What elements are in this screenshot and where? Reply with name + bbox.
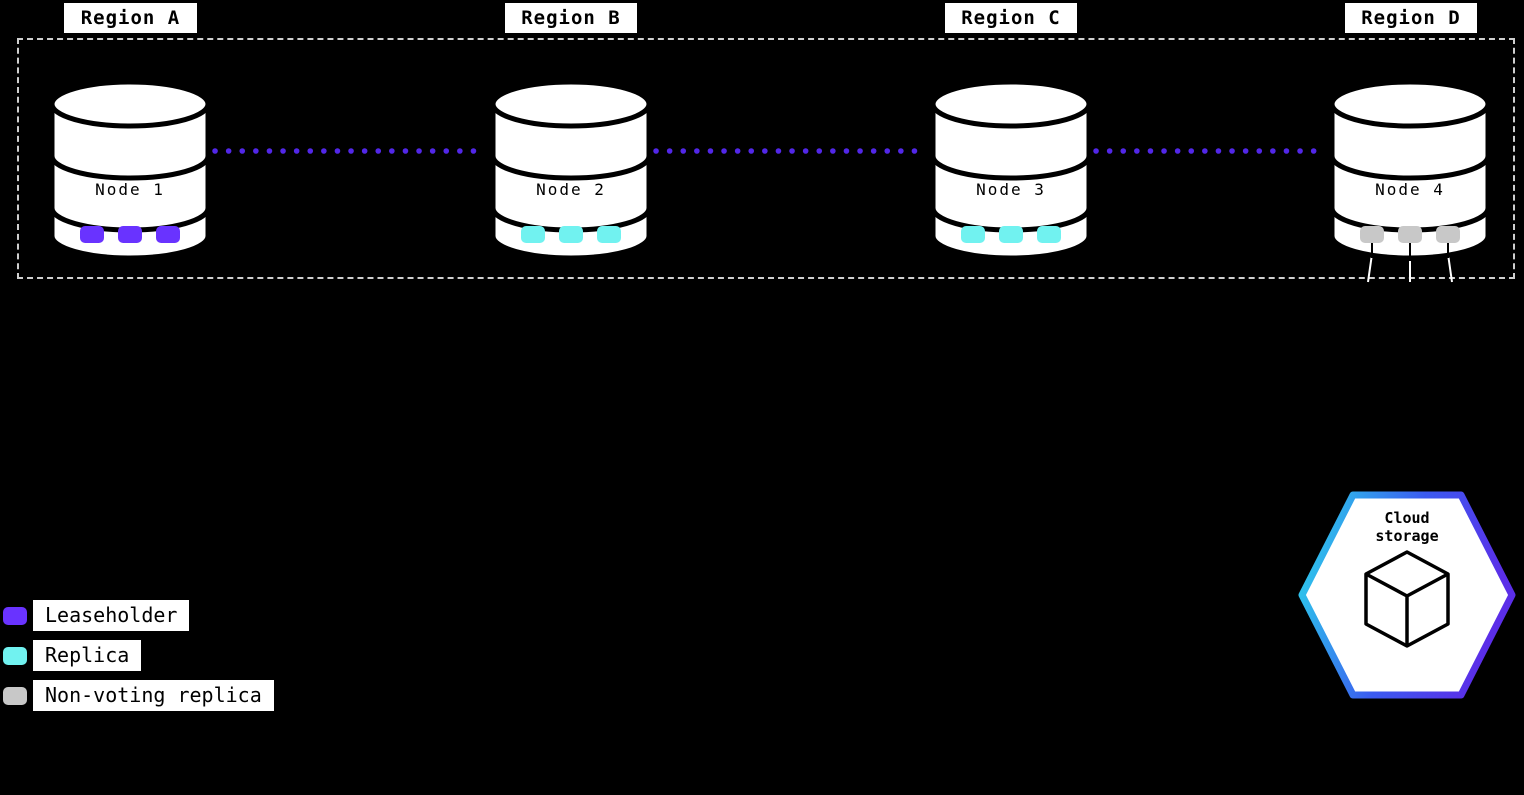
leaseholder-range-chip <box>156 226 180 243</box>
cloud-storage-label-line2: storage <box>1375 527 1438 545</box>
region-label-b: Region B <box>505 3 637 33</box>
leaseholder-range-chip <box>80 226 104 243</box>
legend: Leaseholder Replica Non-voting replica <box>3 600 274 711</box>
chip-storage-connectors <box>1371 243 1449 261</box>
node-label: Node 2 <box>536 180 606 199</box>
replica-range-chip <box>559 226 583 243</box>
non-voting-range-chip <box>1436 226 1460 243</box>
database-cylinder-icon: Node 2 <box>490 79 652 261</box>
cloud-storage-label-line1: Cloud <box>1384 509 1429 527</box>
replica-range-chip <box>597 226 621 243</box>
non-voting-swatch-icon <box>3 686 27 705</box>
legend-item-non-voting-replica: Non-voting replica <box>3 680 274 711</box>
legend-label-leaseholder: Leaseholder <box>33 600 190 631</box>
non-voting-range-chip <box>1360 226 1384 243</box>
region-label-a: Region A <box>64 3 197 33</box>
non-voting-swatch <box>3 686 27 705</box>
database-cylinder-icon: Node 3 <box>930 79 1092 261</box>
replica-range-chip <box>1037 226 1061 243</box>
replica-range-chip <box>961 226 985 243</box>
node-label: Node 1 <box>95 180 165 199</box>
node-3: Node 3 <box>929 78 1093 262</box>
node-label: Node 4 <box>1375 180 1445 199</box>
replica-swatch-icon <box>3 646 27 665</box>
database-cylinder-icon: Node 1 <box>49 79 211 261</box>
replica-range-chip <box>999 226 1023 243</box>
cloud-storage-hexagon-icon: Cloud storage <box>1298 491 1516 699</box>
region-label-d: Region D <box>1345 3 1477 33</box>
leaseholder-range-chip <box>118 226 142 243</box>
node-1: Node 1 <box>48 78 212 262</box>
node-4: Node 4 <box>1328 78 1492 262</box>
node-2: Node 2 <box>489 78 653 262</box>
replica-range-chip <box>521 226 545 243</box>
replica-swatch <box>3 646 27 665</box>
legend-label-replica: Replica <box>33 640 142 671</box>
legend-label-non-voting-replica: Non-voting replica <box>33 680 274 711</box>
region-label-c: Region C <box>945 3 1077 33</box>
cube-icon <box>1364 550 1450 648</box>
leaseholder-swatch <box>3 606 27 625</box>
node-label: Node 3 <box>976 180 1046 199</box>
leaseholder-swatch-icon <box>3 606 27 625</box>
database-cylinder-icon: Node 4 <box>1329 79 1491 261</box>
non-voting-range-chip <box>1398 226 1422 243</box>
cloud-storage: Cloud storage <box>1296 490 1518 700</box>
legend-item-replica: Replica <box>3 640 274 671</box>
cluster-boundary <box>17 38 1515 279</box>
legend-item-leaseholder: Leaseholder <box>3 600 274 631</box>
